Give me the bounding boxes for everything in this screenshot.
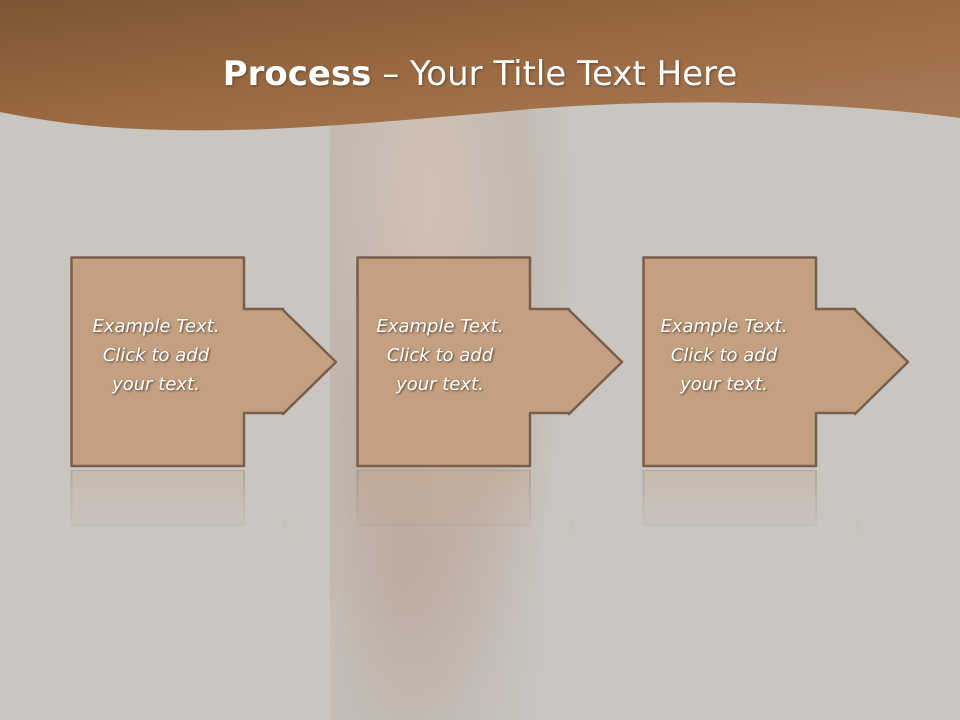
- title-bold: Process: [222, 54, 372, 94]
- process-step-2[interactable]: Example Text. Click to add your text.: [356, 256, 626, 468]
- step-3-line-1: Example Text.: [660, 316, 788, 337]
- step-3-reflection: [642, 470, 868, 540]
- step-1-line-1: Example Text.: [92, 316, 220, 337]
- step-2-reflection: [356, 470, 582, 540]
- step-2-text[interactable]: Example Text. Click to add your text.: [360, 312, 520, 399]
- process-step-1[interactable]: Example Text. Click to add your text.: [70, 256, 340, 468]
- step-2-shape: [356, 256, 624, 468]
- title-rest: – Your Title Text Here: [371, 54, 738, 94]
- step-1-text[interactable]: Example Text. Click to add your text.: [76, 312, 236, 399]
- step-1-line-3: your text.: [112, 374, 200, 395]
- slide-title[interactable]: Process – Your Title Text Here: [0, 52, 960, 96]
- step-3-shape: [642, 256, 910, 468]
- step-2-line-3: your text.: [396, 374, 484, 395]
- step-1-reflection: [70, 470, 296, 540]
- step-3-line-3: your text.: [680, 374, 768, 395]
- step-3-text[interactable]: Example Text. Click to add your text.: [644, 312, 804, 399]
- step-1-line-2: Click to add: [102, 345, 210, 366]
- step-3-line-2: Click to add: [670, 345, 778, 366]
- header-band: [0, 0, 960, 131]
- process-step-3[interactable]: Example Text. Click to add your text.: [642, 256, 912, 468]
- step-2-line-1: Example Text.: [376, 316, 504, 337]
- step-2-line-2: Click to add: [386, 345, 494, 366]
- step-1-shape: [70, 256, 338, 468]
